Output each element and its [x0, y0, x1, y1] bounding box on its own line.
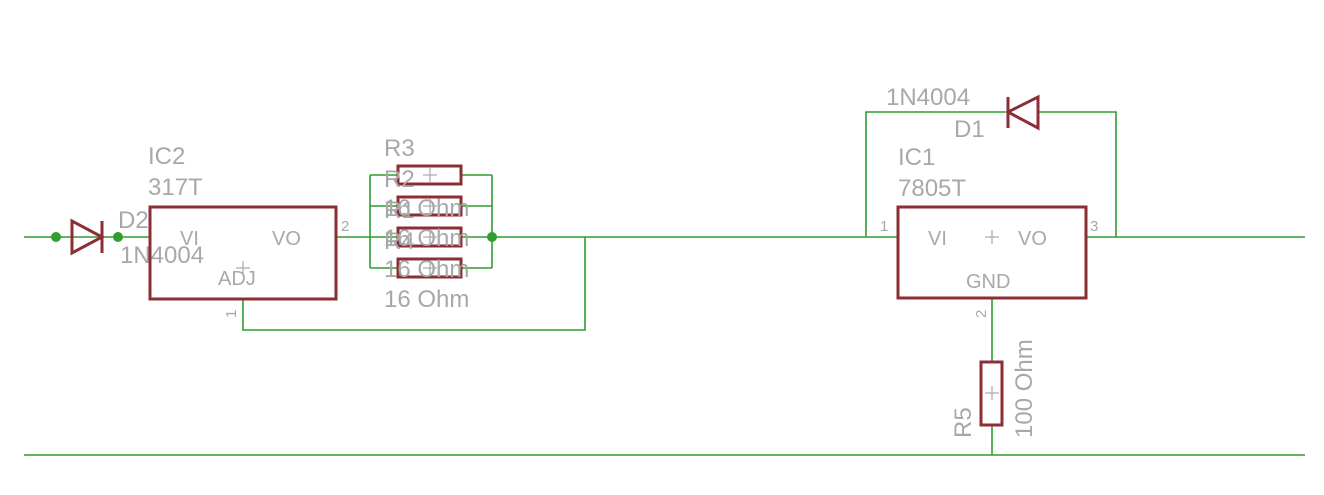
- resistor-r1[interactable]: R1 16 Ohm: [384, 197, 469, 252]
- junction-dot: [487, 232, 497, 242]
- r5-name: R5: [950, 407, 977, 438]
- ic1-pin-gnd-label: GND: [966, 271, 1010, 293]
- r3-body: [396, 164, 463, 186]
- wire-adj-feedback: [242, 237, 586, 331]
- ic2-value: 317T: [148, 174, 203, 201]
- regulator-ic2[interactable]: IC2 317T VI VO ADJ 2 1: [148, 143, 349, 318]
- ic2-pin-vi-label: VI: [180, 228, 199, 250]
- ic1-pin1-number: 1: [880, 218, 888, 235]
- r4-body: [396, 257, 463, 279]
- ic1-pin3-number: 3: [1090, 218, 1098, 235]
- wires: [24, 111, 1305, 456]
- ic2-pin1-number: 1: [223, 310, 240, 318]
- r4-name: R4: [384, 228, 415, 255]
- r3-value: 16 Ohm: [384, 195, 469, 222]
- r2-value: 16 Ohm: [384, 225, 469, 252]
- resistor-r3[interactable]: R3: [384, 135, 463, 186]
- ic2-name: IC2: [148, 143, 185, 170]
- ic1-pin2-number: 2: [973, 310, 990, 318]
- resistor-r4[interactable]: R4 16 Ohm 16 Ohm: [384, 228, 469, 313]
- diode-d1-name: D1: [954, 116, 985, 143]
- ic2-body: [148, 205, 338, 301]
- diode-d1-triangle: [1004, 94, 1040, 131]
- junctions: [51, 232, 497, 242]
- ic2-pin-vo-label: VO: [272, 228, 301, 250]
- ic1-name: IC1: [898, 144, 935, 171]
- diode-d2[interactable]: D2 1N4004: [70, 207, 204, 269]
- diode-d1[interactable]: 1N4004 D1: [886, 84, 1040, 143]
- resistor-r5[interactable]: R5 100 Ohm: [950, 339, 1038, 438]
- diode-d2-name: D2: [118, 207, 149, 234]
- r5-body: [979, 360, 1004, 427]
- resistor-bank: R3 R2 16 Ohm R1 16 Ohm R4 16 Ohm 16 Ohm: [384, 135, 469, 313]
- junction-dot: [51, 232, 61, 242]
- r4-value: 16 Ohm: [384, 286, 469, 313]
- junction-dot: [113, 232, 123, 242]
- r1-value: 16 Ohm: [384, 256, 469, 283]
- ic1-pin-vi-label: VI: [928, 228, 947, 250]
- diode-d2-triangle: [70, 218, 106, 256]
- resistor-r2[interactable]: R2 16 Ohm: [384, 166, 469, 222]
- ic1-pin-vo-label: VO: [1018, 228, 1047, 250]
- wire-d1-left: [865, 111, 1005, 237]
- regulator-ic1[interactable]: IC1 7805T VI VO GND 1 3 2: [880, 144, 1098, 318]
- r2-body: [396, 195, 463, 217]
- diode-d2-value: 1N4004: [120, 242, 204, 269]
- r3-name: R3: [384, 135, 415, 162]
- r1-body: [396, 226, 463, 248]
- ic1-value: 7805T: [898, 175, 966, 202]
- r2-name: R2: [384, 166, 415, 193]
- r5-value: 100 Ohm: [1011, 339, 1038, 438]
- ic2-pin2-number: 2: [341, 218, 349, 235]
- r1-name: R1: [384, 197, 415, 224]
- diode-d1-value: 1N4004: [886, 84, 970, 111]
- ic1-body: [896, 205, 1088, 300]
- wire-d1-right: [1038, 111, 1117, 237]
- ic2-pin-adj-label: ADJ: [218, 268, 256, 290]
